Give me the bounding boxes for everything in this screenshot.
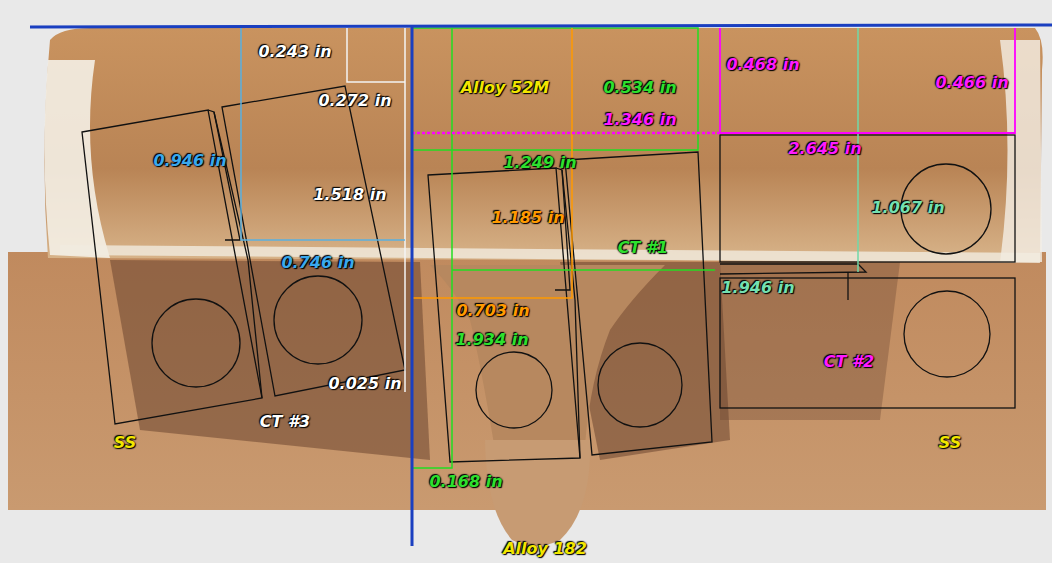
dimension: 0.534 in [603, 80, 676, 96]
dimension: 1.346 in [603, 112, 676, 128]
dimension: 1.518 in [313, 187, 386, 203]
material-label: SS [939, 435, 961, 451]
dimension: 2.645 in [788, 141, 861, 157]
material-label: SS [114, 435, 136, 451]
dimension: 1.946 in [721, 280, 794, 296]
root-bead [485, 440, 590, 546]
dimension: 1.067 in [871, 200, 944, 216]
dimension: 0.272 in [318, 93, 391, 109]
dimension: 0.168 in [429, 474, 502, 490]
specimen-label: CT #3 [260, 414, 311, 430]
dimension: 0.468 in [726, 57, 799, 73]
dimension: 1.249 in [503, 155, 576, 171]
material-label: Alloy 182 [503, 541, 587, 557]
dimension: 0.703 in [456, 303, 529, 319]
overlay-weld [44, 28, 1042, 262]
specimen-label: CT #1 [618, 240, 669, 256]
dimension: 1.185 in [491, 210, 564, 226]
material-label: Alloy 52M [461, 80, 550, 96]
specimen-label: CT #2 [824, 354, 875, 370]
dimension: 1.934 in [455, 332, 528, 348]
dimension: 0.243 in [258, 44, 331, 60]
dimension: 0.946 in [153, 153, 226, 169]
dimension: 0.746 in [281, 255, 354, 271]
groove-weld [430, 265, 665, 450]
dimension: 0.025 in [328, 376, 401, 392]
dimension: 0.466 in [935, 75, 1008, 91]
